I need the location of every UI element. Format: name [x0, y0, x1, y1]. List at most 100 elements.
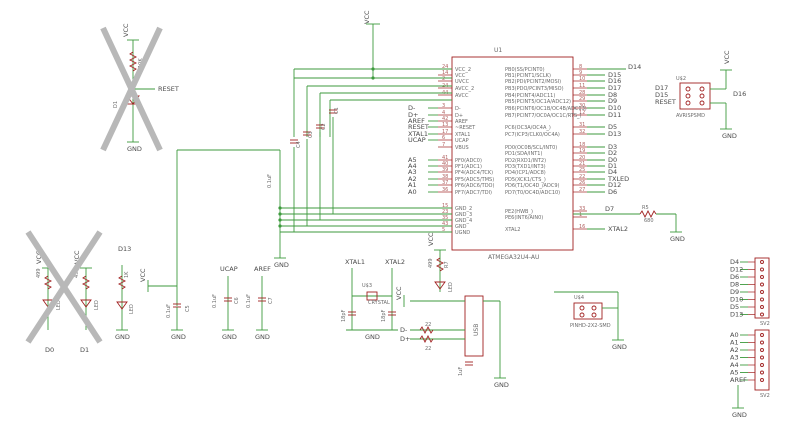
mcu-left-pin-num: 2 [442, 76, 445, 82]
mcu-right-pin-num: 31 [579, 122, 585, 128]
mcu-left-pin-num: 15 [442, 203, 448, 209]
mcu-value: ATMEGA32U4-AU [488, 254, 539, 261]
isp-net-reset: RESET [655, 98, 676, 106]
mcu-left-pin-num: 43 [442, 221, 448, 227]
mcu-right-pin-label: PD0(OC0B/SCL/INT0) [505, 145, 557, 151]
mcu-right-net: D10 [608, 104, 621, 112]
mcu-right-pin-label: PB6(PCINT6/OC1B/OC4B/ADC13) [505, 106, 587, 112]
mcu-left-pin-label: ~RESET [455, 125, 476, 131]
mcu-right-pin-label: PD4(ICP1/ADC8) [505, 170, 546, 176]
mcu-left-net: A2 [408, 175, 417, 183]
mcu-left-pin-label: GND_2 [455, 206, 472, 212]
header-pin-net: D5 [730, 303, 739, 311]
vcc-top-supply: VCC [293, 10, 452, 137]
usb-dplus: D+ [400, 335, 410, 343]
mcu-right-pin-label: PB4(PCINT4/ADC11) [505, 93, 555, 99]
r5-net: D7 [605, 205, 614, 213]
header-pin-net: D8 [730, 281, 739, 289]
ucap-c6: UCAP 0.1uF C6 GND [212, 265, 240, 341]
mcu-left-pin-label: PF1(ADC1) [455, 164, 482, 170]
led-d13-gnd: GND [115, 333, 130, 341]
reset-block: VCC 10K RESET D1 GND [100, 23, 179, 153]
mcu-left-pin-num: 42 [442, 116, 448, 122]
mcu-right-pin-num: 18 [579, 142, 585, 148]
mcu-left-pin-label: GND [455, 224, 467, 230]
header-pin-net: D9 [730, 288, 739, 296]
mcu-left-pin-num: 36 [442, 187, 448, 193]
xtal1-label: XTAL1 [345, 258, 365, 266]
led-d1-net: D1 [80, 346, 89, 354]
mcu-right-pin-label: PD1(SDA/INT1) [505, 151, 542, 157]
mcu-right-pin-num: 28 [579, 90, 585, 96]
header-pin-net: A0 [730, 331, 739, 339]
mcu-right-pin-num: 11 [579, 83, 585, 89]
header-pin-net: D10 [730, 296, 743, 304]
mcu-right-net: D11 [608, 111, 621, 119]
mcu-left-pin-label: UCAP [455, 138, 469, 144]
resistor-r5: D7 R5 680 GND [573, 205, 685, 243]
aref-c7: AREF 0.1uF C7 GND [246, 265, 274, 341]
led-d1-res: 499 [74, 268, 80, 278]
mcu-left-pin-label: UGND [455, 230, 470, 236]
r5-value: 680 [644, 218, 654, 224]
mcu-right-pin-num: 21 [579, 161, 585, 167]
mcu-left-pin-label: PF5(ADC5/TMS) [455, 177, 494, 183]
mcu-right-net: D1 [608, 162, 617, 170]
pinhd-name: U$4 [574, 295, 584, 301]
mcu-right-pin-label: PD2(RXD1/INT2) [505, 158, 546, 164]
sv3-gnd: GND [732, 411, 747, 419]
mcu-left-pin-label: VCC_2 [455, 67, 471, 73]
mcu-right-pin-label: PE2(HWB_) [505, 209, 533, 215]
led-d0-res: 499 [36, 268, 42, 278]
usb-dminus: D- [400, 326, 408, 334]
gnd-bus: GND [176, 117, 452, 306]
led-d0-net: D0 [45, 346, 54, 354]
mcu-left-net: A5 [408, 156, 417, 164]
mcu-left-pin-num: 41 [442, 155, 448, 161]
reset-vcc-label: VCC [122, 23, 130, 37]
led-tx-led: LED [448, 282, 454, 292]
mcu-left-pin-num: 38 [442, 174, 448, 180]
mcu-left-pin-num: 23 [442, 209, 448, 215]
r5-name: R5 [642, 205, 649, 211]
crystal-block: XTAL1 XTAL2 U$3 CRYSTAL 18pF 18pF GND [341, 258, 405, 341]
mcu-left-net: RESET [408, 123, 429, 131]
mcu-right-pin-num: 20 [579, 155, 585, 161]
crystal-gnd: GND [365, 333, 380, 341]
mcu-left-pin-label: GND_4 [455, 218, 472, 224]
mcu-left-pin-num: 7 [442, 142, 445, 148]
mcu-left-net: UCAP [408, 136, 426, 144]
mcu-name: U1 [494, 47, 502, 54]
avr-isp-header: U$2 AVRISPSMD D17 D15 RESET D16 VCC GND [655, 50, 746, 140]
mcu-right-pin-label: PD7(T0/OC4D/ADC10) [505, 190, 560, 196]
c5-vcc: VCC [139, 268, 147, 282]
usb-block: USB VCC D- D+ 22 22 GND 1uF [395, 286, 509, 389]
crystal-value: CRYSTAL [368, 300, 390, 306]
xtal2-label: XTAL2 [385, 258, 405, 266]
mcu-right-pin-num: 10 [579, 76, 585, 82]
usb-gnd: GND [494, 381, 509, 389]
reset-gnd-label: GND [127, 145, 142, 153]
mcu-left-pin-label: PF7(ADC7/TDI) [455, 190, 492, 196]
crystal-cap-right: 18pF [381, 309, 387, 322]
mcu-right-net: D9 [608, 97, 617, 105]
mcu-right-pin-label: PB0(SS/PCINT0) [505, 67, 545, 73]
cap-c4-label: C4 [296, 141, 302, 148]
led-d0-led: LED [56, 300, 62, 310]
mcu-right-pin-num: 9 [579, 70, 582, 76]
cap-c2-label: C2 [321, 123, 327, 130]
usb-cap: 1uF [458, 367, 464, 376]
pinhd-value: PINHD-2X2-SMD [570, 323, 611, 329]
mcu-right-net: XTAL2 [608, 225, 628, 233]
mcu-left-pin-label: AVCC_2 [455, 86, 474, 92]
isp-vcc: VCC [723, 50, 731, 64]
mcu-left-pin-label: XTAL1 [455, 132, 470, 138]
led-d1-led: LED [94, 300, 100, 310]
reset-diode-label: D1 [113, 101, 119, 108]
header-pin-net: A2 [730, 346, 739, 354]
mcu-right-pin-label: PB7(PCINT7/OC0A/OC1C/RTS_) [505, 113, 582, 119]
pinhd-header: U$4 PINHD-2X2-SMD GND [554, 291, 627, 351]
isp-name: U$2 [676, 76, 686, 82]
